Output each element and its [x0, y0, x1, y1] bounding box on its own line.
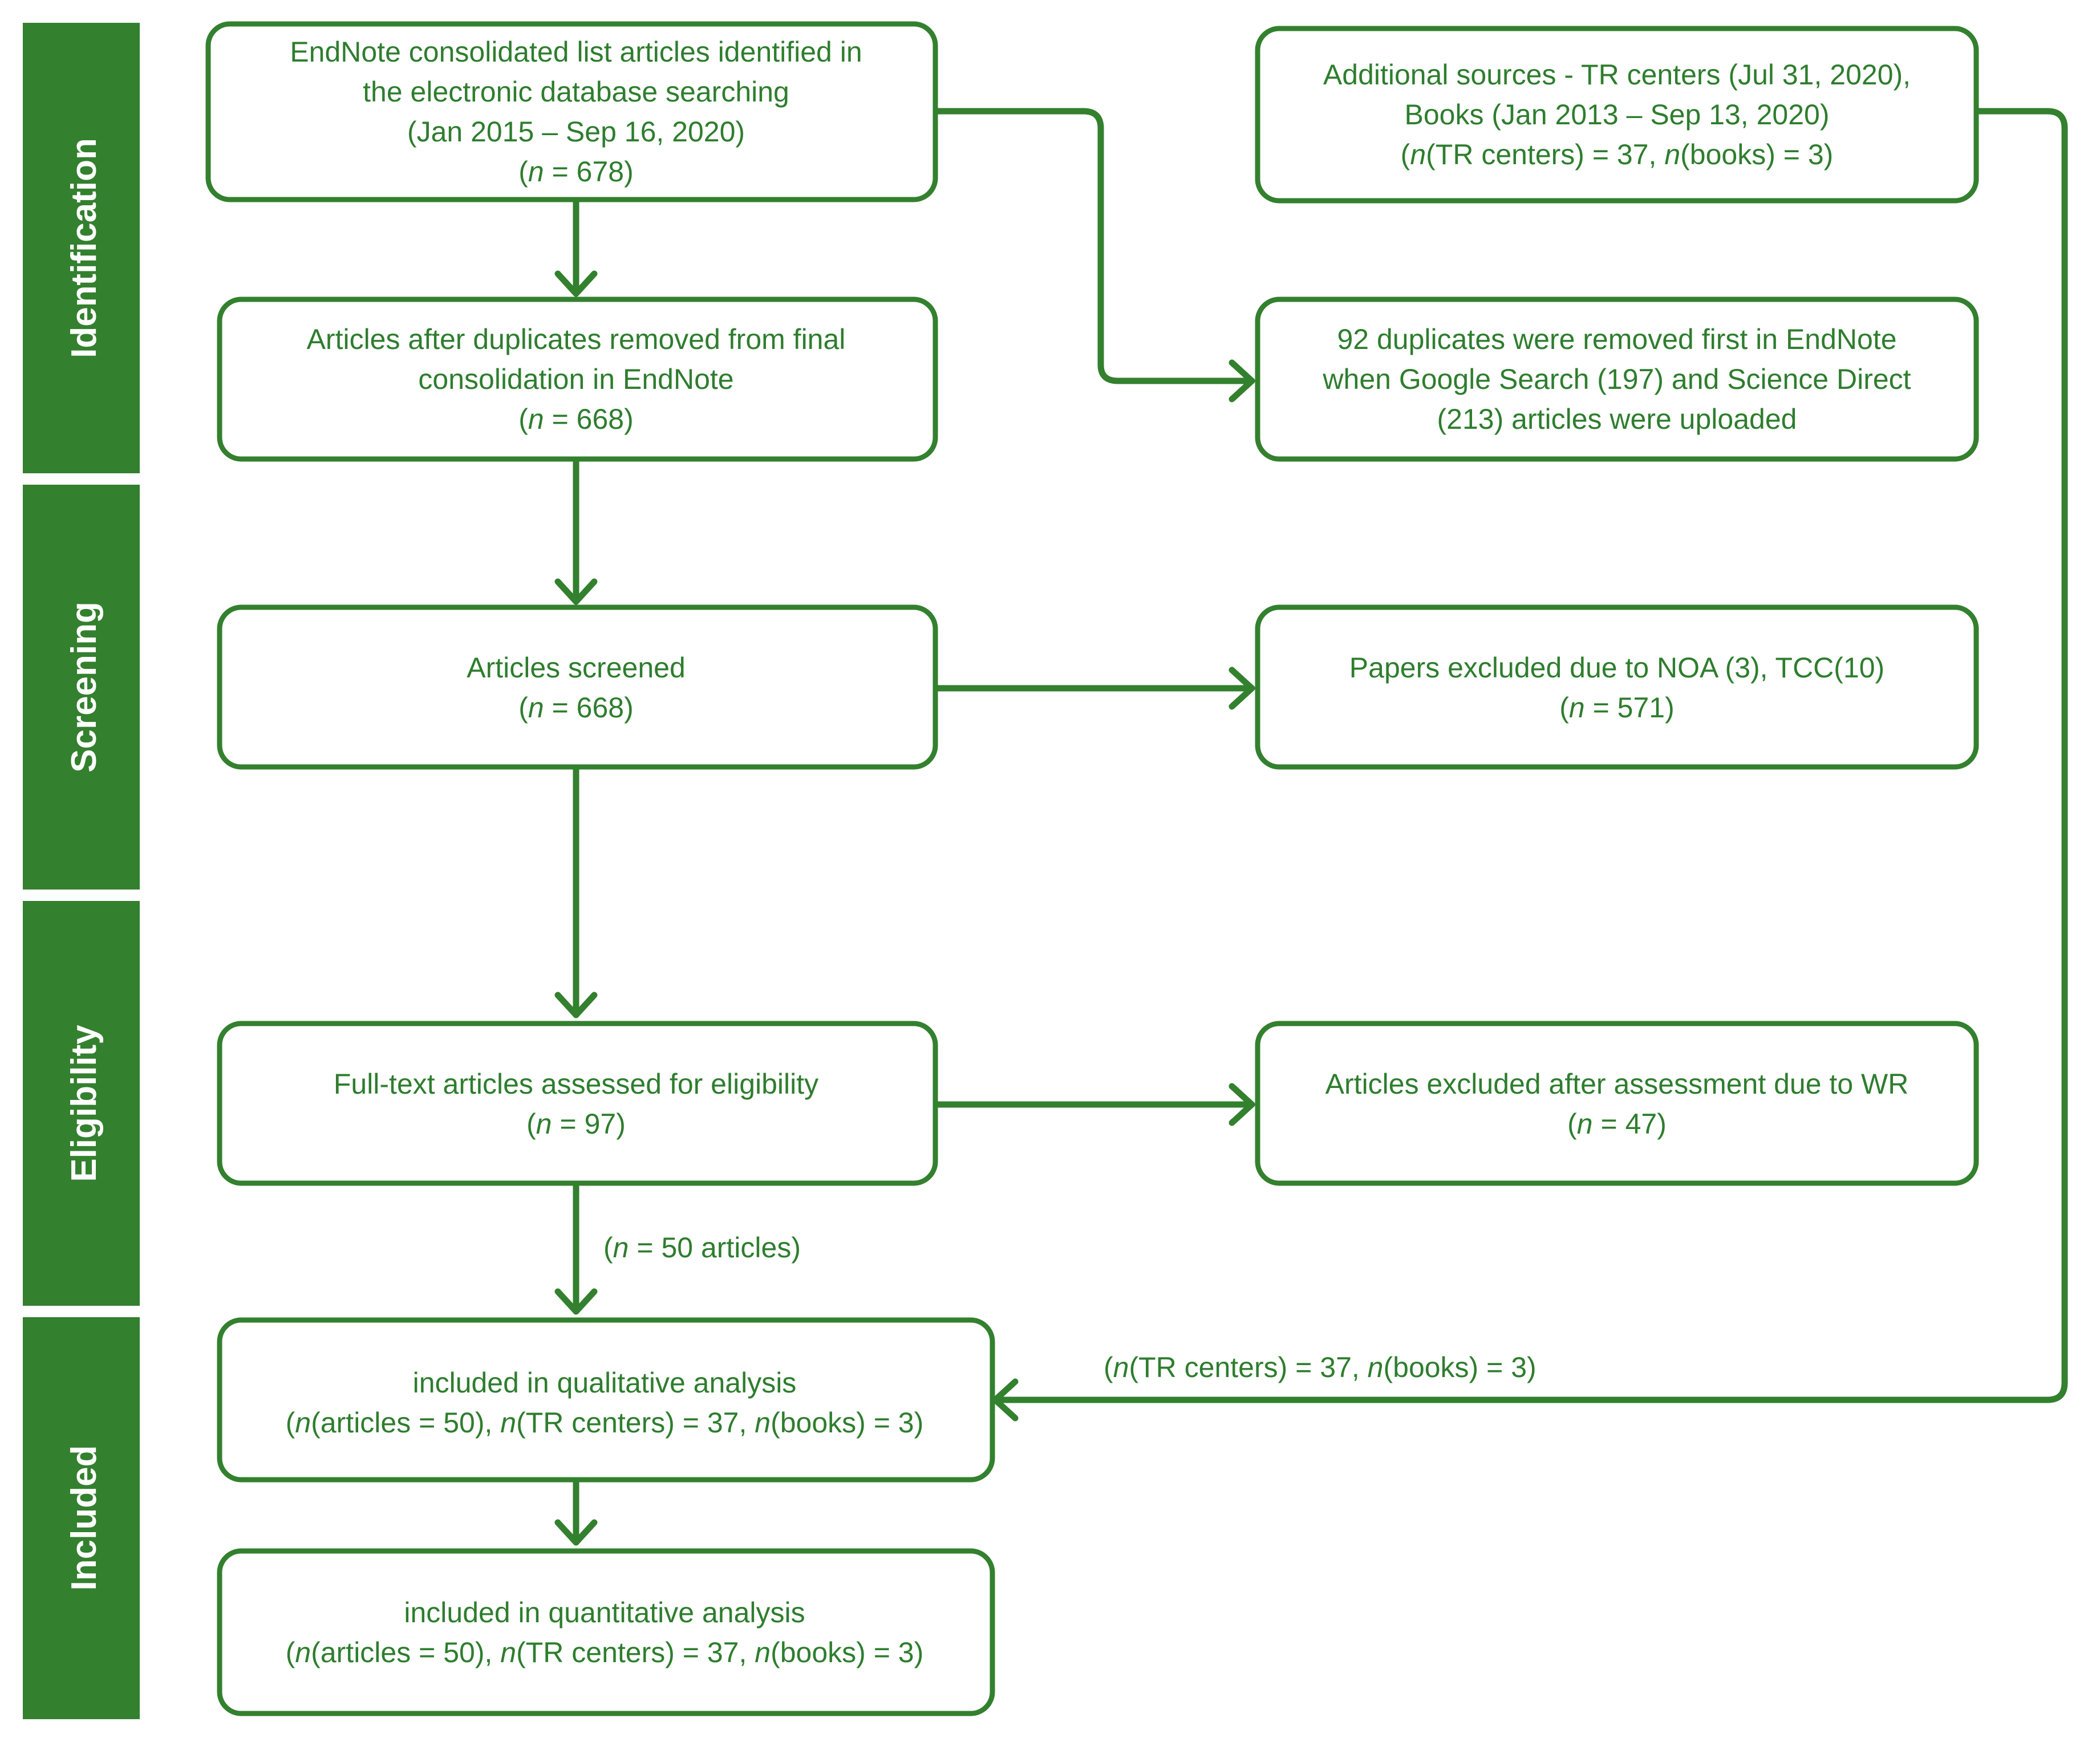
n-variable: n — [536, 1108, 552, 1140]
box-text-line: consolidation in EndNote — [418, 363, 733, 395]
label-fifty-articles: (n = 50 articles) — [603, 1232, 801, 1264]
box-text-line: (213) articles were uploaded — [1437, 403, 1797, 435]
box-count: (n = 97) — [526, 1108, 626, 1140]
n-variable: n — [1113, 1351, 1129, 1383]
box-text-line: Full-text articles assessed for eligibil… — [334, 1068, 818, 1100]
count-text: (books) = 3) — [1680, 139, 1833, 170]
n-variable: n — [1569, 692, 1585, 724]
arrowhead-icon — [554, 270, 598, 297]
box-qualitative-analysis: included in qualitative analysis (n(arti… — [217, 1317, 995, 1483]
box-count: (n(TR centers) = 37, n(books) = 3) — [1401, 139, 1834, 170]
box-text-line: (Jan 2015 – Sep 16, 2020) — [407, 116, 745, 148]
box-count: (n = 678) — [518, 156, 634, 188]
n-variable: n — [500, 1637, 516, 1668]
n-variable: n — [755, 1407, 771, 1439]
box-text-line: included in quantitative analysis — [404, 1597, 805, 1629]
arrowhead-icon — [1229, 667, 1255, 710]
n-variable: n — [528, 156, 544, 188]
connectors — [554, 108, 2068, 1546]
box-endnote-identified: EndNote consolidated list articles ident… — [205, 21, 938, 202]
box-text-line: Articles excluded after assessment due t… — [1325, 1068, 1909, 1100]
count-value: = 571) — [1585, 692, 1675, 724]
box-text-line: Articles after duplicates removed from f… — [307, 323, 846, 355]
n-variable: n — [1410, 139, 1426, 170]
box-count: (n = 571) — [1559, 692, 1675, 724]
n-variable: n — [1664, 139, 1680, 170]
n-variable: n — [1368, 1351, 1384, 1383]
stage-bar-screening: Screening — [23, 485, 140, 890]
stage-label-screening: Screening — [64, 602, 104, 773]
box-text-line: Articles screened — [467, 652, 686, 684]
box-excluded-screening: Papers excluded due to NOA (3), TCC(10) … — [1255, 604, 1979, 770]
count-text: (articles = 50), — [311, 1637, 500, 1668]
count-value: = 47) — [1593, 1108, 1667, 1140]
box-count: (n(articles = 50), n(TR centers) = 37, n… — [286, 1637, 924, 1668]
count-text: (TR centers) = 37, — [516, 1637, 755, 1668]
arrowhead-icon — [554, 1288, 598, 1315]
count-text: (articles = 50), — [311, 1407, 500, 1439]
box-count: (n = 47) — [1567, 1108, 1667, 1140]
label-text: = 50 articles) — [629, 1232, 801, 1264]
n-variable: n — [295, 1407, 311, 1439]
n-variable: n — [528, 403, 544, 435]
stage-label-identification: Identification — [64, 138, 104, 358]
box-additional-sources: Additional sources - TR centers (Jul 31,… — [1255, 26, 1979, 204]
count-text: (TR centers) = 37, — [1426, 139, 1664, 170]
box-duplicates-removed: 92 duplicates were removed first in EndN… — [1255, 297, 1979, 462]
label-text: (books) = 3) — [1383, 1351, 1536, 1383]
box-quantitative-analysis: included in quantitative analysis (n(art… — [217, 1548, 995, 1716]
count-value: = 668) — [544, 403, 634, 435]
n-variable: n — [1577, 1108, 1593, 1140]
box-text-line: Additional sources - TR centers (Jul 31,… — [1323, 59, 1911, 91]
box-text-line: when Google Search (197) and Science Dir… — [1322, 363, 1911, 395]
count-text: (TR centers) = 37, — [516, 1407, 755, 1439]
count-value: = 668) — [544, 692, 634, 724]
n-variable: n — [295, 1637, 311, 1668]
box-text-line: included in qualitative analysis — [413, 1367, 797, 1399]
count-text: (books) = 3) — [771, 1637, 923, 1668]
box-text-line: the electronic database searching — [363, 76, 789, 108]
n-variable: n — [613, 1232, 629, 1264]
label-text: (TR centers) = 37, — [1129, 1351, 1367, 1383]
stage-bar-included: Included — [23, 1317, 140, 1719]
stage-label-eligibility: Eligibility — [64, 1025, 104, 1182]
box-count: (n = 668) — [518, 403, 634, 435]
box-fulltext-assessed: Full-text articles assessed for eligibil… — [217, 1021, 938, 1186]
box-count: (n(articles = 50), n(TR centers) = 37, n… — [286, 1407, 924, 1439]
box-text-line: EndNote consolidated list articles ident… — [290, 36, 862, 68]
count-value: = 97) — [552, 1108, 626, 1140]
box-text-line: Books (Jan 2013 – Sep 13, 2020) — [1405, 99, 1830, 131]
arrowhead-icon — [992, 1378, 1019, 1422]
box-count: (n = 668) — [518, 692, 634, 724]
n-variable: n — [500, 1407, 516, 1439]
stage-bar-eligibility: Eligibility — [23, 901, 140, 1306]
count-value: = 678) — [544, 156, 634, 188]
arrowhead-icon — [554, 578, 598, 605]
arrowhead-icon — [1229, 1083, 1255, 1126]
arrowhead-icon — [554, 992, 598, 1018]
arrowhead-icon — [554, 1519, 598, 1546]
count-text: (books) = 3) — [771, 1407, 923, 1439]
label-additional-to-included: (n(TR centers) = 37, n(books) = 3) — [1104, 1351, 1537, 1383]
stage-bar-identification: Identification — [23, 23, 140, 473]
stage-label-included: Included — [64, 1445, 104, 1591]
n-variable: n — [528, 692, 544, 724]
box-articles-screened: Articles screened (n = 668) — [217, 604, 938, 770]
box-text-line: Papers excluded due to NOA (3), TCC(10) — [1349, 652, 1884, 684]
arrowhead-icon — [1229, 359, 1255, 403]
box-excluded-assessment: Articles excluded after assessment due t… — [1255, 1021, 1979, 1186]
arrow-additional-to-qualitative — [992, 108, 2068, 1403]
box-after-duplicates: Articles after duplicates removed from f… — [217, 297, 938, 462]
arrow-endnote-to-duplicates-removed — [932, 108, 1255, 384]
n-variable: n — [755, 1637, 771, 1668]
box-text-line: 92 duplicates were removed first in EndN… — [1337, 323, 1896, 355]
